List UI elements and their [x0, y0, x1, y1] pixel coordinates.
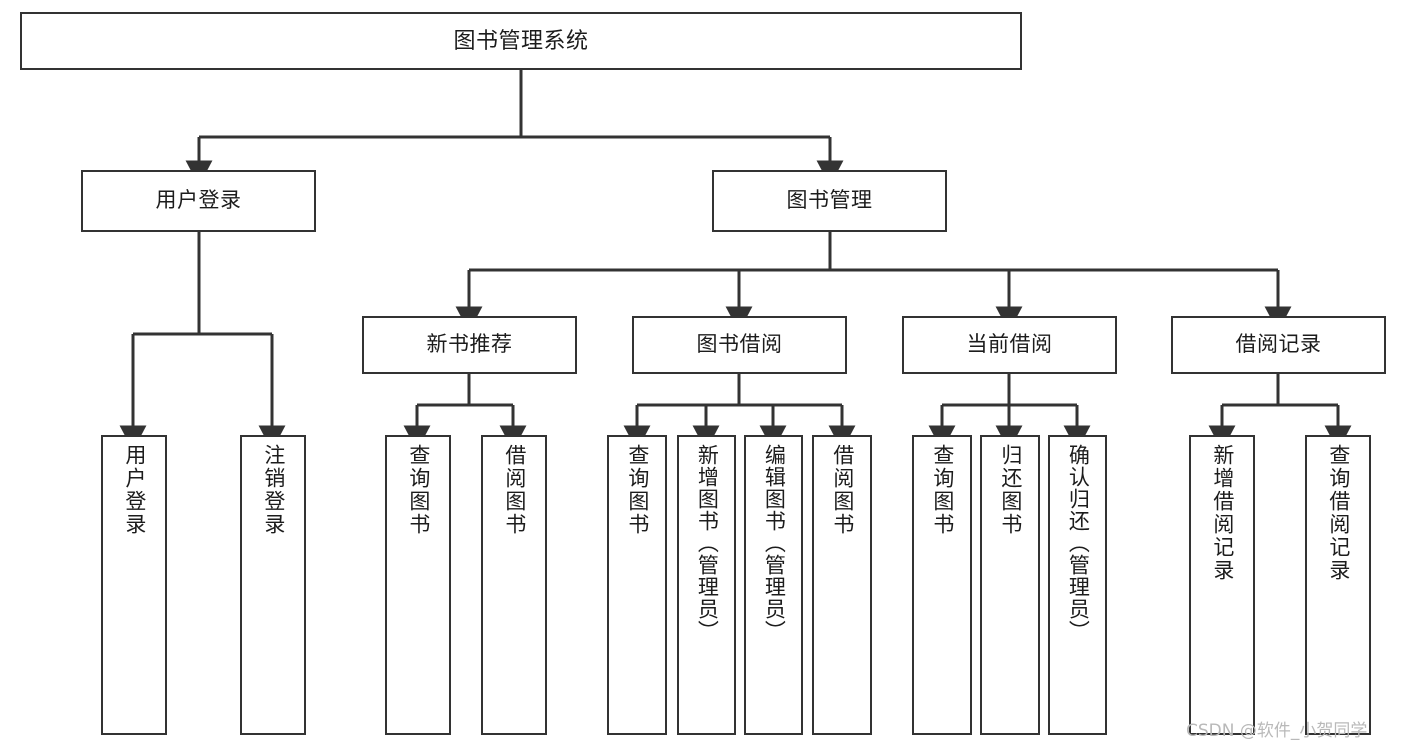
node-label: 归还图书	[998, 444, 1022, 536]
node-user-login[interactable]: 用户登录	[81, 170, 316, 232]
node-label: 借阅图书	[502, 444, 526, 536]
node-label: 查询图书	[625, 444, 649, 536]
node-label: 图书管理系统	[453, 28, 589, 54]
leaf-current-borrow-confirm-return-admin[interactable]: 确认归还（管理员）	[1048, 435, 1107, 735]
node-label: 新增图书（管理员）	[695, 444, 719, 642]
node-book-management[interactable]: 图书管理	[712, 170, 947, 232]
node-label: 借阅记录	[1235, 332, 1322, 356]
node-label: 查询图书	[406, 444, 430, 536]
node-label: 查询借阅记录	[1326, 444, 1350, 582]
leaf-current-borrow-query-books[interactable]: 查询图书	[912, 435, 972, 735]
csdn-watermark: CSDN @软件_小贺同学	[1186, 721, 1368, 741]
node-label: 注销登录	[261, 444, 285, 536]
leaf-book-borrow-add-book-admin[interactable]: 新增图书（管理员）	[677, 435, 736, 735]
node-label: 新增借阅记录	[1210, 444, 1234, 582]
leaf-book-borrow-query-books[interactable]: 查询图书	[607, 435, 667, 735]
node-new-book-recommendation[interactable]: 新书推荐	[362, 316, 577, 374]
node-label: 图书借阅	[696, 332, 783, 356]
leaf-user-login[interactable]: 用户登录	[101, 435, 167, 735]
node-label: 用户登录	[155, 188, 242, 212]
node-label: 新书推荐	[426, 332, 513, 356]
leaf-book-borrow-edit-book-admin[interactable]: 编辑图书（管理员）	[744, 435, 803, 735]
node-label: 当前借阅	[966, 332, 1053, 356]
leaf-book-borrow-borrow-books[interactable]: 借阅图书	[812, 435, 872, 735]
leaf-query-borrow-record[interactable]: 查询借阅记录	[1305, 435, 1371, 735]
leaf-add-borrow-record[interactable]: 新增借阅记录	[1189, 435, 1255, 735]
leaf-new-book-query-books[interactable]: 查询图书	[385, 435, 451, 735]
node-borrowing-records[interactable]: 借阅记录	[1171, 316, 1386, 374]
leaf-current-borrow-return-books[interactable]: 归还图书	[980, 435, 1040, 735]
node-label: 图书管理	[786, 188, 873, 212]
node-root-book-management-system[interactable]: 图书管理系统	[20, 12, 1022, 70]
node-label: 用户登录	[122, 444, 146, 536]
leaf-new-book-borrow-books[interactable]: 借阅图书	[481, 435, 547, 735]
node-label: 借阅图书	[830, 444, 854, 536]
node-current-borrowing[interactable]: 当前借阅	[902, 316, 1117, 374]
node-label: 编辑图书（管理员）	[762, 444, 786, 642]
node-label: 确认归还（管理员）	[1066, 444, 1090, 642]
node-book-borrowing[interactable]: 图书借阅	[632, 316, 847, 374]
node-label: 查询图书	[930, 444, 954, 536]
leaf-logout[interactable]: 注销登录	[240, 435, 306, 735]
